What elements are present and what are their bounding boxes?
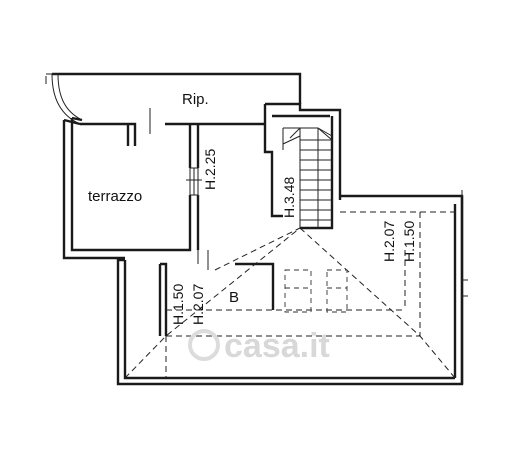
height-label-h207-left: H.2.07 <box>190 284 206 325</box>
room-label-terrazzo: terrazzo <box>88 188 142 205</box>
height-label-h207-right: H.2.07 <box>381 221 397 262</box>
room-label-b: B <box>229 289 239 306</box>
stair-block <box>263 102 342 230</box>
height-label-h150-right: H.1.50 <box>401 221 417 262</box>
stair-treads <box>282 127 333 228</box>
roof-projection <box>124 211 456 379</box>
height-label-h150-left: H.1.50 <box>170 284 186 325</box>
terrace-walls <box>45 72 302 260</box>
height-label-h225: H.2.25 <box>202 149 218 190</box>
watermark: casa.it <box>188 327 330 365</box>
height-label-h348: H.3.48 <box>281 177 297 218</box>
room-label-rip: Rip. <box>182 91 209 108</box>
watermark-text: casa.it <box>224 327 330 365</box>
